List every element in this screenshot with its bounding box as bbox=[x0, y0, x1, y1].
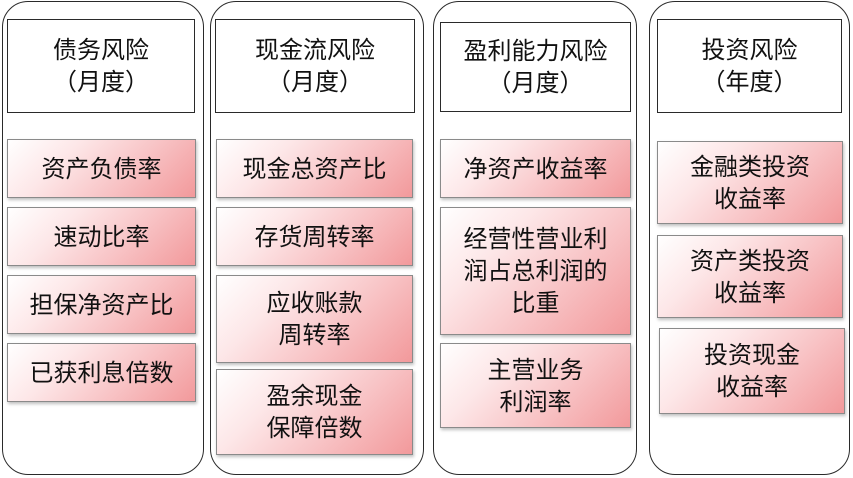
debt-risk-header: 债务风险 （月度） bbox=[7, 19, 195, 113]
header-period: （月度） bbox=[487, 69, 584, 97]
indicator-card: 盈余现金 保障倍数 bbox=[216, 369, 413, 455]
indicator-label: 收益率 bbox=[714, 278, 786, 307]
profitability-risk-header: 盈利能力风险 （月度） bbox=[440, 22, 631, 112]
indicator-card: 金融类投资 收益率 bbox=[657, 141, 843, 224]
indicator-card: 现金总资产比 bbox=[216, 139, 413, 198]
indicator-card: 担保净资产比 bbox=[7, 275, 196, 334]
header-title: 现金流风险 bbox=[255, 36, 375, 64]
header-title: 债务风险 bbox=[53, 36, 149, 64]
indicator-card: 资产类投资 收益率 bbox=[657, 235, 843, 318]
indicator-label: 润占总利润的 bbox=[463, 257, 608, 285]
profitability-risk-panel: 盈利能力风险 （月度） 净资产收益率 经营性营业利 润占总利润的 比重 主营业务… bbox=[433, 1, 637, 475]
cashflow-risk-header: 现金流风险 （月度） bbox=[215, 19, 415, 113]
indicator-card: 经营性营业利 润占总利润的 比重 bbox=[440, 207, 631, 335]
indicator-label: 周转率 bbox=[278, 321, 351, 349]
indicator-card: 资产负债率 bbox=[7, 139, 196, 198]
indicator-card: 投资现金 收益率 bbox=[659, 328, 845, 414]
indicator-label: 已获利息倍数 bbox=[29, 358, 174, 387]
indicator-label: 存货周转率 bbox=[254, 222, 375, 251]
indicator-label: 现金总资产比 bbox=[242, 154, 387, 183]
indicator-label: 主营业务 bbox=[487, 355, 584, 384]
header-period: （月度） bbox=[267, 68, 363, 96]
header-title: 盈利能力风险 bbox=[463, 37, 608, 65]
cashflow-risk-panel: 现金流风险 （月度） 现金总资产比 存货周转率 应收账款 周转率 盈余现金 保障… bbox=[210, 1, 424, 475]
indicator-card: 主营业务 利润率 bbox=[440, 343, 631, 428]
indicator-card: 应收账款 周转率 bbox=[216, 275, 413, 363]
indicator-card: 存货周转率 bbox=[216, 207, 413, 266]
indicator-label: 盈余现金 bbox=[266, 382, 363, 410]
indicator-label: 净资产收益率 bbox=[463, 154, 608, 183]
indicator-label: 资产类投资 bbox=[690, 246, 810, 275]
indicator-card: 已获利息倍数 bbox=[7, 343, 196, 402]
indicator-label: 投资现金 bbox=[704, 341, 800, 369]
investment-risk-header: 投资风险 （年度） bbox=[657, 19, 842, 113]
header-period: （年度） bbox=[701, 68, 798, 96]
indicator-label: 比重 bbox=[511, 289, 560, 317]
indicator-label: 收益率 bbox=[716, 373, 788, 401]
header-title: 投资风险 bbox=[701, 36, 798, 64]
investment-risk-panel: 投资风险 （年度） 金融类投资 收益率 资产类投资 收益率 投资现金 收益率 bbox=[649, 1, 850, 475]
indicator-label: 保障倍数 bbox=[266, 414, 363, 442]
indicator-label: 资产负债率 bbox=[41, 154, 162, 183]
debt-risk-panel: 债务风险 （月度） 资产负债率 速动比率 担保净资产比 已获利息倍数 bbox=[2, 1, 204, 475]
indicator-label: 金融类投资 bbox=[690, 152, 810, 181]
indicator-card: 净资产收益率 bbox=[440, 139, 631, 198]
indicator-label: 担保净资产比 bbox=[29, 290, 174, 319]
indicator-label: 经营性营业利 bbox=[463, 225, 608, 253]
indicator-label: 应收账款 bbox=[266, 289, 363, 317]
indicator-label: 收益率 bbox=[714, 184, 786, 213]
indicator-label: 速动比率 bbox=[53, 222, 150, 251]
indicator-card: 速动比率 bbox=[7, 207, 196, 266]
header-period: （月度） bbox=[53, 68, 149, 96]
indicator-label: 利润率 bbox=[499, 387, 572, 416]
